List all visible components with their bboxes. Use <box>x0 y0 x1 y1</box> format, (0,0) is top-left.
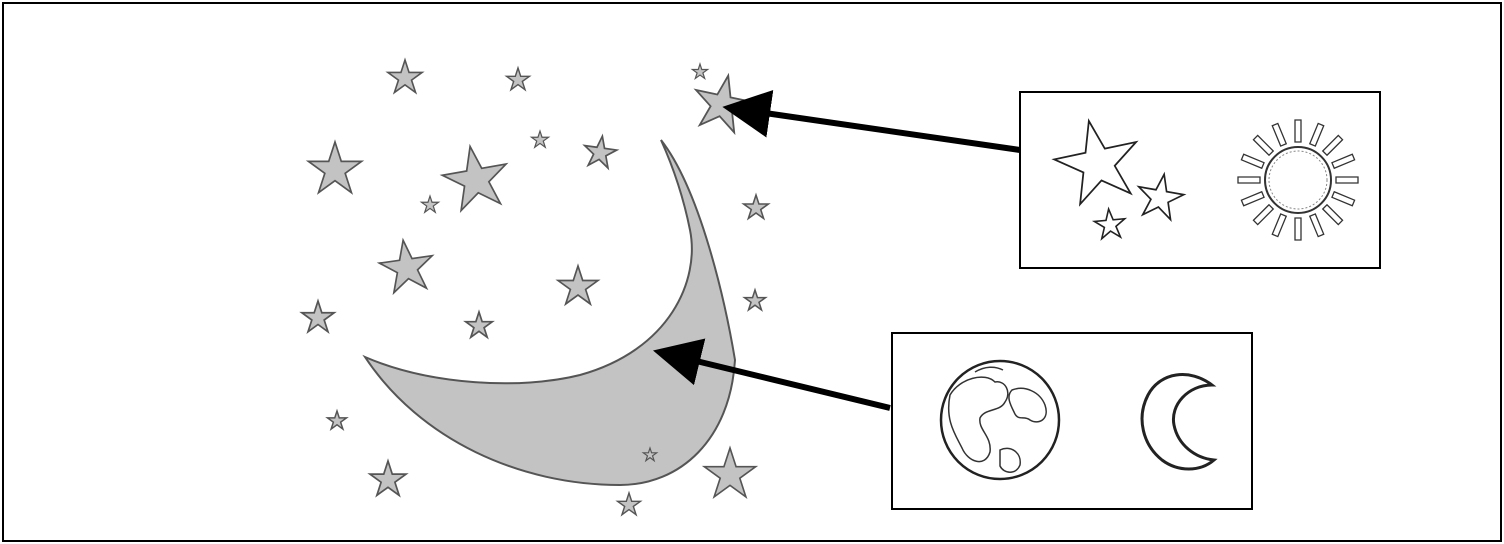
sun-disc <box>1265 147 1331 213</box>
outer-border <box>3 3 1501 541</box>
earth-icon <box>941 361 1059 479</box>
choice-box-earth-moon <box>892 333 1252 509</box>
sun-ray <box>1336 177 1358 183</box>
sun-ray <box>1295 120 1301 142</box>
sun-ray <box>1238 177 1260 183</box>
sun-ray <box>1295 218 1301 240</box>
sun-icon <box>1238 120 1358 240</box>
choice-box-stars-sun <box>1020 92 1380 268</box>
